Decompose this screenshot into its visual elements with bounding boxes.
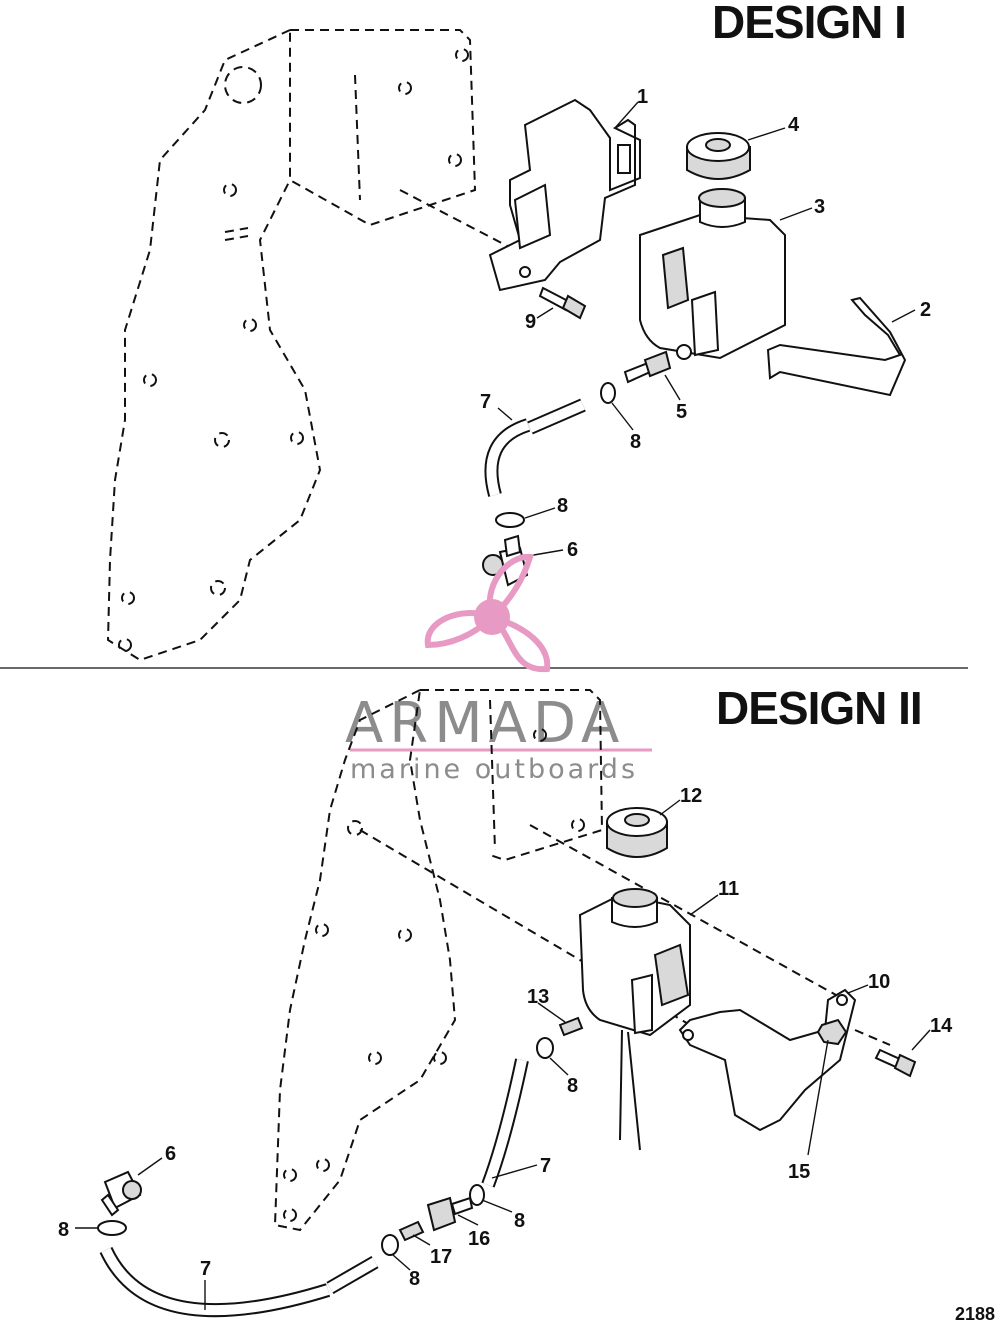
design-2-tank-bracket bbox=[678, 988, 857, 1132]
design-2-connector bbox=[398, 1220, 425, 1242]
callout-label: 1 bbox=[637, 86, 648, 108]
callout-label: 8 bbox=[630, 431, 641, 453]
design-1-hose-clamp bbox=[495, 512, 525, 528]
callout-label: 8 bbox=[58, 1219, 69, 1241]
watermark-brand: ARMADA bbox=[345, 691, 625, 756]
design-2-mount-line bbox=[529, 824, 846, 1001]
design-2-bolt bbox=[874, 1048, 917, 1078]
callout-label: 12 bbox=[680, 785, 702, 807]
design-1-callouts: 1 2 3 4 5 6 7 8 8 9 bbox=[480, 86, 931, 561]
callout-label: 9 bbox=[525, 311, 536, 333]
design-2-section: DESIGN II bbox=[58, 682, 953, 1318]
design-2-tank-cap bbox=[606, 807, 668, 858]
design-2-hose-fitting bbox=[426, 1196, 474, 1232]
watermark-tagline: marine outboards bbox=[350, 754, 638, 785]
design-1-hose-fitting bbox=[623, 350, 672, 384]
design-1-hose bbox=[484, 398, 586, 497]
figure-number: 2188 bbox=[955, 1304, 995, 1324]
design-2-bracket-hole bbox=[836, 994, 848, 1006]
design-1-tank-cap bbox=[686, 132, 751, 180]
callout-label: 11 bbox=[718, 878, 739, 900]
propeller-logo-icon bbox=[424, 553, 551, 673]
design-2-elbow-fitting bbox=[100, 1170, 142, 1217]
callout-label: 5 bbox=[676, 401, 687, 423]
callout-label: 7 bbox=[540, 1155, 551, 1177]
design-2-screw bbox=[558, 1016, 584, 1037]
design-1-mount-line bbox=[399, 189, 516, 251]
design-2-upper-hose bbox=[481, 1058, 529, 1188]
callout-label: 15 bbox=[788, 1161, 810, 1183]
design-1-tank-bracket bbox=[488, 98, 641, 292]
design-2-nut bbox=[816, 1018, 848, 1046]
callout-label: 6 bbox=[165, 1143, 176, 1165]
callout-label: 3 bbox=[814, 196, 825, 218]
design-2-coolant-reservoir bbox=[578, 888, 691, 1151]
design-1-bolt bbox=[538, 286, 587, 320]
watermark: ARMADA marine outboards bbox=[345, 553, 652, 785]
design-2-leader-lines bbox=[75, 799, 931, 1310]
design-1-hose-clamp bbox=[600, 382, 616, 404]
design-2-title: DESIGN II bbox=[716, 682, 922, 734]
callout-label: 2 bbox=[920, 299, 931, 321]
design-2-mount-line bbox=[854, 1029, 891, 1046]
callout-label: 6 bbox=[567, 539, 578, 561]
design-2-hose-clamp bbox=[469, 1184, 485, 1206]
callout-label: 4 bbox=[788, 114, 800, 136]
design-2-hose-clamp bbox=[97, 1220, 127, 1236]
callout-label: 10 bbox=[868, 971, 890, 993]
design-1-coolant-reservoir bbox=[639, 188, 786, 360]
design-2-lower-hose bbox=[99, 1246, 379, 1318]
design-1-tank-strap bbox=[766, 296, 907, 397]
callout-label: 16 bbox=[468, 1228, 490, 1250]
callout-label: 14 bbox=[930, 1015, 953, 1037]
design-2-bracket-hole bbox=[682, 1029, 694, 1041]
design-1-section: DESIGN I bbox=[106, 0, 931, 662]
callout-label: 8 bbox=[567, 1075, 578, 1097]
callout-label: 8 bbox=[514, 1210, 525, 1232]
design-1-engine-bracket-outline bbox=[106, 29, 477, 662]
design-2-callouts: 6 7 7 8 8 8 8 10 11 12 13 14 15 16 17 bbox=[58, 785, 953, 1290]
design-2-engine-bracket-outline bbox=[273, 689, 604, 1232]
callout-label: 8 bbox=[557, 495, 568, 517]
callout-label: 17 bbox=[430, 1246, 452, 1268]
design-2-hose-clamp bbox=[381, 1234, 399, 1256]
callout-label: 7 bbox=[480, 391, 491, 413]
design-2-hose-clamp bbox=[536, 1037, 554, 1059]
callout-label: 7 bbox=[200, 1258, 211, 1280]
callout-label: 13 bbox=[527, 986, 549, 1008]
design-1-leader-lines bbox=[497, 101, 916, 558]
design-1-title: DESIGN I bbox=[712, 0, 906, 48]
callout-label: 8 bbox=[409, 1268, 420, 1290]
